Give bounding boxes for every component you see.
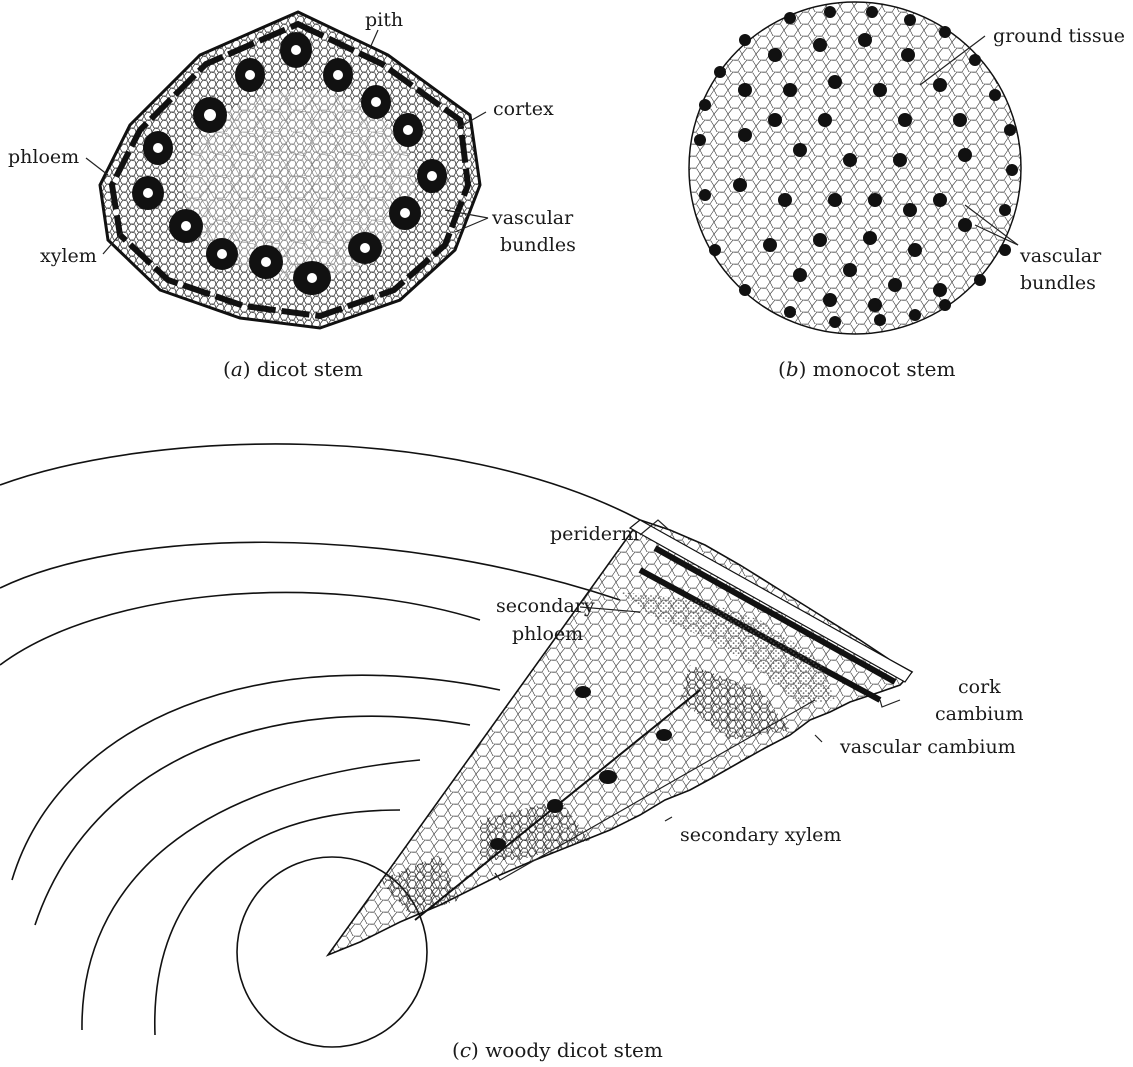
label-vascular-bundles-b-line1: vascular: [1019, 245, 1102, 267]
caption-b-text: monocot stem: [813, 357, 956, 381]
label-vascular-cambium: vascular cambium: [839, 736, 1016, 758]
dicot-stem-panel: pith cortex phloem xylem vascular bundle…: [8, 9, 576, 381]
label-phloem: phloem: [8, 146, 79, 168]
caption-b: (b) monocot stem: [778, 357, 955, 381]
caption-a-text: dicot stem: [257, 357, 363, 381]
label-secondary-phloem-line1: secondary: [496, 595, 595, 617]
label-secondary-xylem: secondary xylem: [680, 824, 841, 846]
label-vascular-bundles-b-line2: bundles: [1020, 272, 1096, 294]
woody-dicot-stem-panel: periderm secondary phloem cork cambium v…: [0, 444, 1023, 1062]
label-periderm: periderm: [550, 523, 639, 545]
caption-a: (a) dicot stem: [223, 357, 363, 381]
label-cork-cambium-line2: cambium: [935, 703, 1023, 725]
caption-c-text: woody dicot stem: [485, 1038, 663, 1062]
caption-c: (c) woody dicot stem: [452, 1038, 663, 1062]
label-pith: pith: [365, 9, 403, 31]
label-xylem: xylem: [40, 245, 97, 267]
caption-b-letter: b: [786, 357, 799, 381]
label-vascular-bundles-line1: vascular: [491, 207, 574, 229]
caption-a-letter: a: [231, 357, 243, 381]
monocot-stem-outline: [689, 2, 1021, 334]
label-vascular-bundles-line2: bundles: [500, 234, 576, 256]
label-secondary-phloem-line2: phloem: [512, 623, 583, 645]
caption-c-letter: c: [460, 1038, 471, 1062]
label-cork-cambium-line1: cork: [958, 676, 1001, 698]
label-cortex: cortex: [493, 98, 554, 120]
monocot-stem-panel: ground tissue vascular bundles (b) monoc…: [689, 2, 1125, 381]
label-ground-tissue: ground tissue: [993, 25, 1125, 47]
